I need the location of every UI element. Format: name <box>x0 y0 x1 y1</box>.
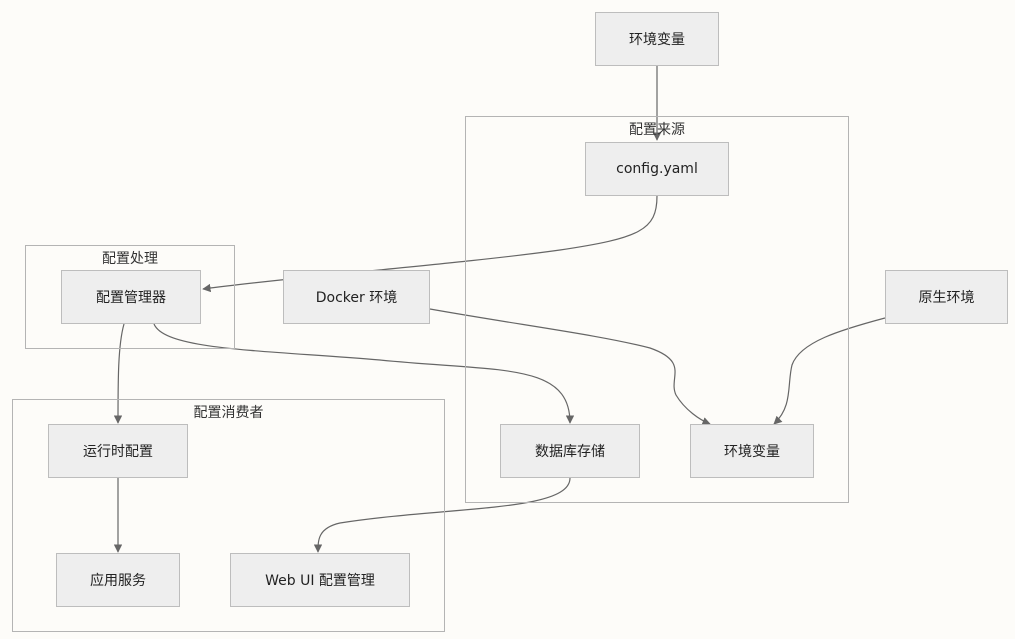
node-runtime-config[interactable]: 运行时配置 <box>48 424 188 478</box>
cluster-label-config-consumers: 配置消费者 <box>193 405 264 421</box>
node-config-yaml[interactable]: config.yaml <box>585 142 729 196</box>
edge-docker-env-to-env-var <box>429 308 711 426</box>
edge-native-env-to-env-var <box>773 317 886 425</box>
cluster-label-config-sources: 配置来源 <box>629 122 685 138</box>
edge-config-manager-to-runtime-config <box>113 323 125 424</box>
node-config-manager[interactable]: 配置管理器 <box>61 270 201 324</box>
node-docker-env[interactable]: Docker 环境 <box>283 270 430 324</box>
edge-config-manager-to-db-storage <box>153 323 575 424</box>
cluster-label-config-processing: 配置处理 <box>102 251 158 267</box>
node-web-ui-config[interactable]: Web UI 配置管理 <box>230 553 410 607</box>
node-env-var-inner[interactable]: 环境变量 <box>690 424 814 478</box>
node-db-storage[interactable]: 数据库存储 <box>500 424 640 478</box>
edge-db-storage-to-web-ui <box>313 477 571 553</box>
node-native-env[interactable]: 原生环境 <box>885 270 1008 324</box>
node-app-service[interactable]: 应用服务 <box>56 553 180 607</box>
node-env-var-top[interactable]: 环境变量 <box>595 12 719 66</box>
cluster-config-consumers: 配置消费者 <box>12 399 445 632</box>
cluster-config-sources: 配置来源 <box>465 116 849 503</box>
cluster-config-processing: 配置处理 <box>25 245 235 349</box>
